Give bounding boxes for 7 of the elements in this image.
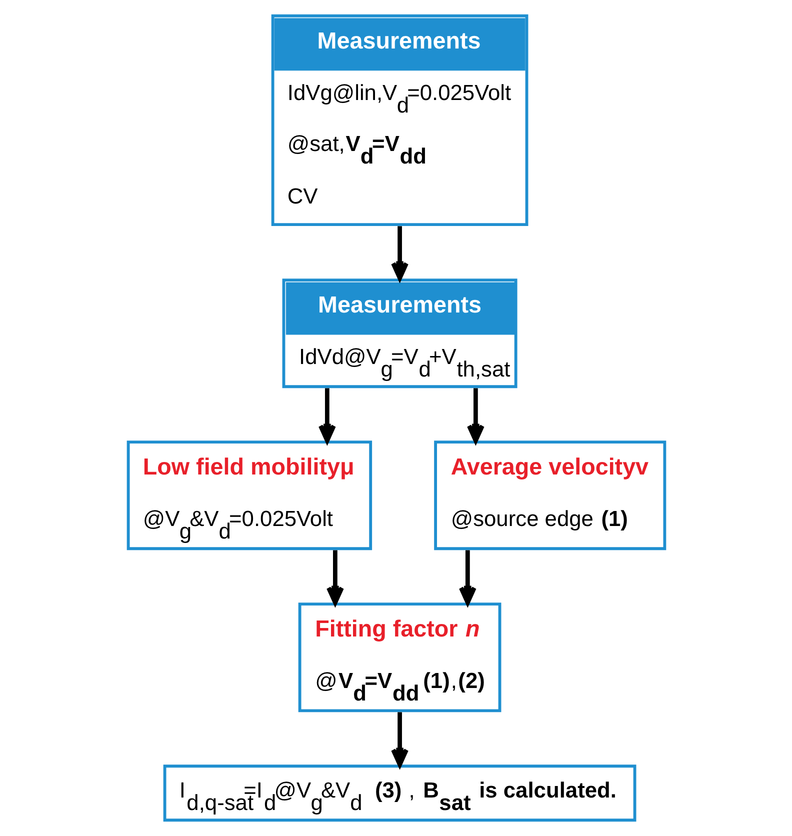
arrow <box>466 388 484 443</box>
arrow <box>390 712 408 767</box>
arrow <box>458 550 476 605</box>
node-box: Average velocityv @source edge (1) <box>434 440 666 550</box>
arrow <box>390 226 408 280</box>
arrow <box>318 388 336 443</box>
arrow <box>326 550 344 605</box>
